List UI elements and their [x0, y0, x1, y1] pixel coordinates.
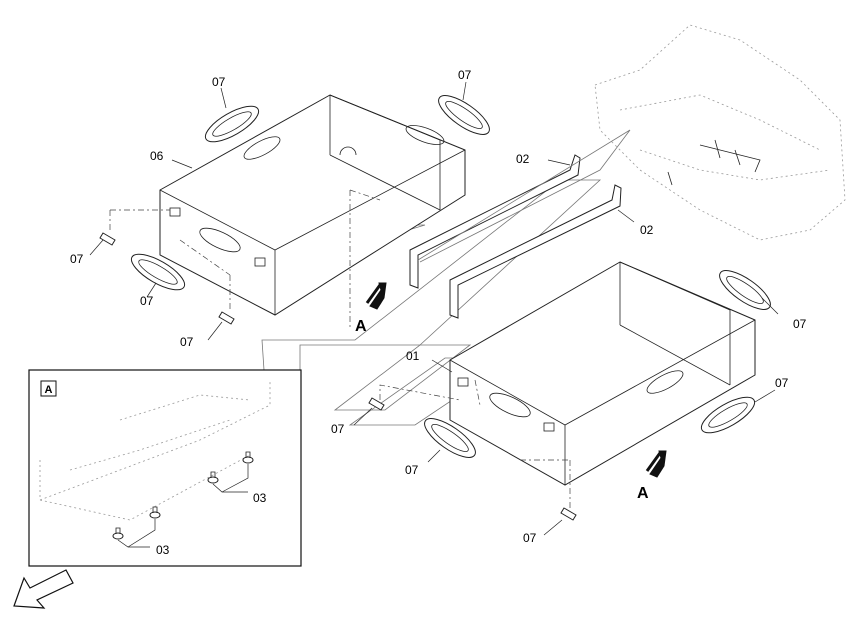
callout-02-top: 02 — [516, 152, 530, 166]
detail-view-a: A 03 03 — [28, 369, 302, 567]
callout-03-lower: 03 — [156, 543, 170, 557]
seal-strip-lower-02 — [449, 184, 622, 319]
stud-upper-left — [207, 471, 219, 484]
callout-07-right-grommet-1: 07 — [793, 317, 807, 331]
leader-lines — [89, 81, 779, 536]
stud-lower-left — [112, 527, 124, 540]
filled-arrow-icon — [649, 450, 667, 478]
callout-07-left-grommet: 07 — [140, 294, 154, 308]
grommet-center — [424, 418, 476, 458]
callout-07-top-left: 07 — [212, 75, 226, 89]
view-arrow-a-left — [365, 282, 387, 310]
pin-bottom — [218, 311, 235, 325]
view-arrow-a-right — [645, 450, 667, 478]
stud-lower-right — [149, 506, 161, 519]
filled-arrow-icon — [369, 282, 387, 310]
callout-03-upper: 03 — [253, 491, 267, 505]
hollow-arrow-down-left-icon — [13, 569, 74, 609]
callout-01: 01 — [406, 349, 420, 363]
grommet-right-lower — [700, 396, 756, 434]
view-label-a-right: A — [637, 485, 649, 502]
grommet-top-mid — [438, 95, 490, 135]
callout-07-bottom-right-pin: 07 — [523, 531, 537, 545]
stud-upper-right — [242, 451, 254, 464]
callout-07-right-grommet-2: 07 — [775, 376, 789, 390]
view-label-a-left: A — [355, 318, 367, 335]
callout-07-top-mid: 07 — [458, 68, 472, 82]
detail-frame — [28, 369, 302, 567]
pin-center — [368, 397, 385, 411]
callout-06: 06 — [150, 149, 164, 163]
callout-07-center-grommet: 07 — [405, 463, 419, 477]
right-tray — [449, 261, 756, 486]
grommet-right-upper — [719, 270, 771, 310]
detail-label-a: A — [45, 384, 53, 396]
machine-frame-background — [594, 24, 846, 241]
grommet-top-left — [204, 105, 260, 143]
grommet-left — [130, 253, 186, 291]
detail-label-box — [40, 380, 57, 397]
callout-02-right: 02 — [640, 223, 654, 237]
pin-bottom-right — [560, 507, 577, 521]
seal-strip-upper-02 — [409, 129, 631, 289]
pin-left — [99, 232, 116, 246]
callout-07-bottom-pin: 07 — [180, 335, 194, 349]
callout-07-center-pin: 07 — [331, 422, 345, 436]
left-tray-06 — [159, 94, 466, 316]
assembly-lines — [109, 189, 571, 508]
callout-07-left-pin: 07 — [70, 252, 84, 266]
